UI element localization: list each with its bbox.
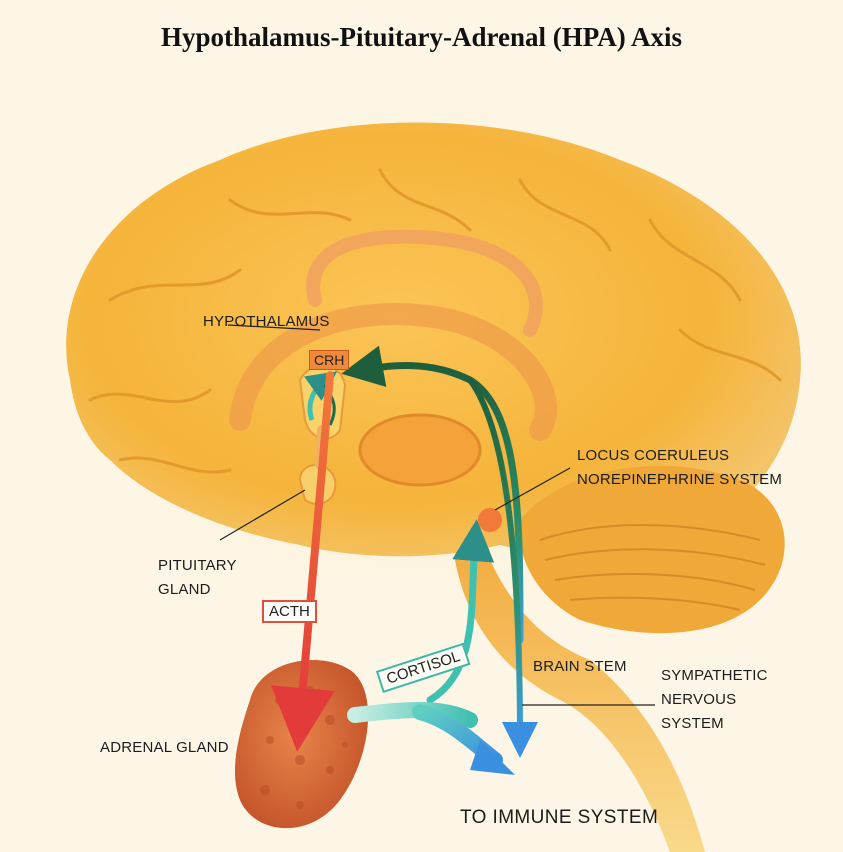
immune-system-label: TO IMMUNE SYSTEM xyxy=(460,808,658,828)
norepinephrine-system-label: NOREPINEPHRINE SYSTEM xyxy=(577,470,782,490)
locus-coeruleus-spot xyxy=(478,508,502,532)
system-label: SYSTEM xyxy=(661,714,724,734)
acth-label: ACTH xyxy=(262,600,317,623)
pituitary-gland-label: GLAND xyxy=(158,580,211,600)
thalamus xyxy=(360,415,480,485)
hypothalamus-label: HYPOTHALAMUS xyxy=(203,312,330,332)
adrenal-gland-label: ADRENAL GLAND xyxy=(100,738,229,758)
page-title: Hypothalamus-Pituitary-Adrenal (HPA) Axi… xyxy=(0,22,843,53)
crh-label: CRH xyxy=(309,350,349,370)
locus-coeruleus-label: LOCUS COERULEUS xyxy=(577,446,729,466)
brain-stem-label: BRAIN STEM xyxy=(533,657,627,677)
nervous-label: NERVOUS xyxy=(661,690,736,710)
sympathetic-label: SYMPATHETIC xyxy=(661,666,768,686)
pituitary-label: PITUITARY xyxy=(158,556,237,576)
